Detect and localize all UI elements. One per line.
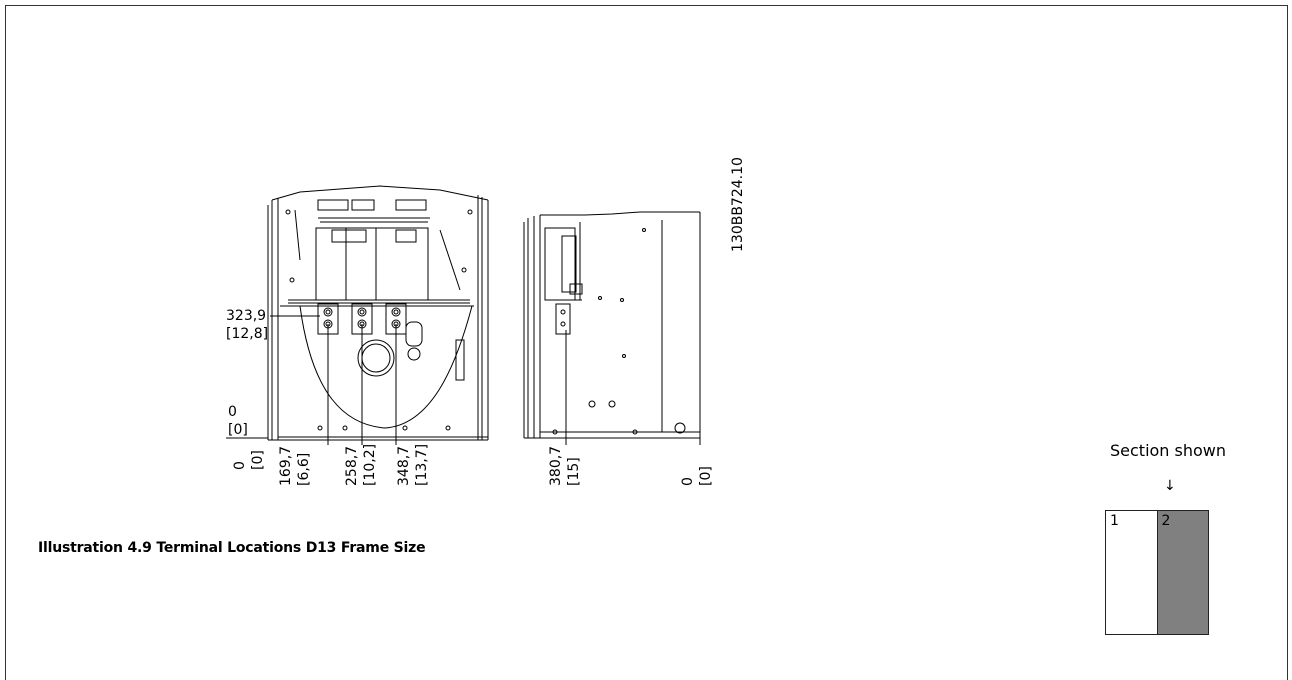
dim-380-mm: 380,7 (548, 445, 564, 486)
page-frame (5, 5, 1288, 680)
terminal-height-in: [12,8] (226, 326, 269, 342)
dim-169-mm: 169,7 (278, 445, 294, 486)
side-view (523, 211, 701, 445)
dim-258-in: [10,2] (362, 443, 378, 486)
dim-380-in: [15] (566, 457, 582, 486)
front-view (226, 185, 489, 445)
dim-348-in: [13,7] (414, 443, 430, 486)
x-origin-mm: 0 (232, 461, 248, 470)
side-origin-mm: 0 (680, 477, 696, 486)
terminal-height-mm: 323,9 (226, 308, 267, 324)
dim-348-mm: 348,7 (396, 445, 412, 486)
side-origin-in: [0] (698, 466, 714, 486)
section-indicator: 1 2 (1105, 510, 1209, 635)
dim-258-mm: 258,7 (344, 445, 360, 486)
section-cell-2: 2 (1157, 511, 1208, 634)
section-cell-label: 1 (1110, 513, 1119, 529)
base-mm: 0 (228, 404, 237, 420)
section-cell-1: 1 (1106, 511, 1158, 634)
section-cell-label: 2 (1161, 513, 1171, 529)
section-shown-label: Section shown (1110, 441, 1227, 460)
illustration-caption: Illustration 4.9 Terminal Locations D13 … (38, 540, 426, 556)
base-in: [0] (228, 422, 248, 438)
down-arrow-icon: ↓ (1164, 478, 1176, 494)
x-origin-in: [0] (250, 450, 266, 470)
drawing-code: 130BB724.10 (730, 157, 746, 252)
dim-169-in: [6,6] (296, 452, 312, 486)
